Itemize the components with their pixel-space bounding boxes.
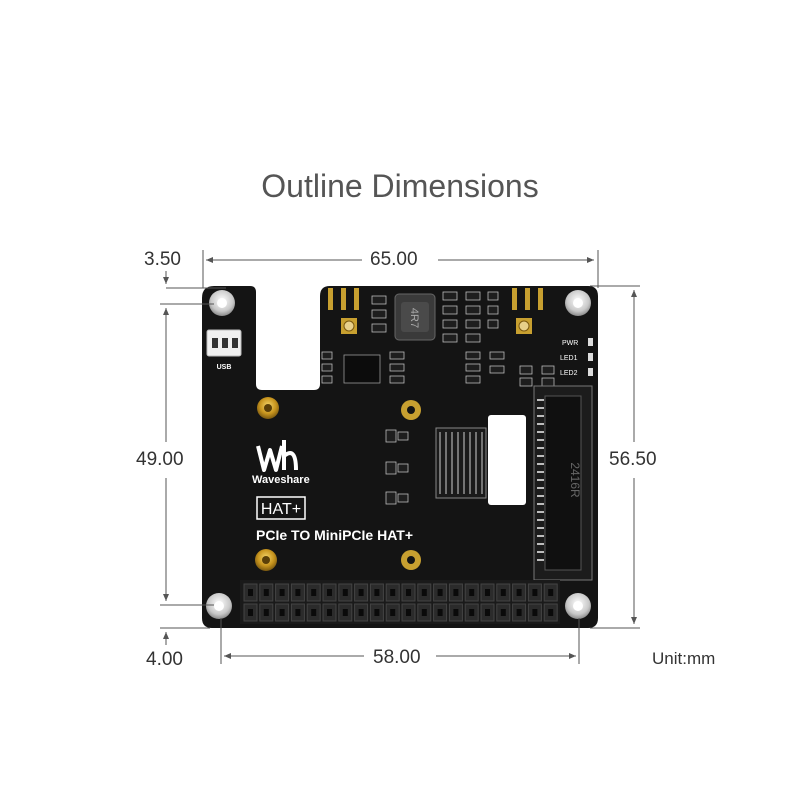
standoff-top-left xyxy=(257,397,279,419)
fpc-connector xyxy=(435,427,487,499)
usb-connector xyxy=(206,329,242,357)
fpc-cutout xyxy=(488,415,526,505)
dim-label-top-offset: 3.50 xyxy=(144,249,181,270)
dim-label-width-bottom: 58.00 xyxy=(373,647,421,668)
ic-chip xyxy=(343,354,381,384)
led-label-pwr: PWR xyxy=(562,340,578,347)
brand-name: Waveshare xyxy=(252,474,310,486)
dim-label-bottom-offset: 4.00 xyxy=(146,649,183,670)
hat-badge: HAT+ xyxy=(261,501,301,518)
smd-components xyxy=(321,291,555,387)
led-label-1: LED1 xyxy=(560,355,578,362)
dimension-lines xyxy=(160,250,640,664)
pad-bottom-center xyxy=(401,550,421,570)
waveshare-logo-icon xyxy=(256,440,298,472)
slot-label: 2416R xyxy=(568,462,582,498)
ufl-connector-left xyxy=(341,318,357,334)
leds xyxy=(588,338,593,376)
unit-label: Unit:mm xyxy=(652,649,716,668)
inductor-label: 4R7 xyxy=(408,308,420,328)
product-name: PCIe TO MiniPCIe HAT+ xyxy=(256,527,413,543)
fpc-pins xyxy=(439,432,483,494)
minipcie-pins xyxy=(537,399,544,561)
usb-label: USB xyxy=(217,364,232,371)
dim-label-right-height: 56.50 xyxy=(609,449,657,470)
dim-label-left-height: 49.00 xyxy=(136,449,184,470)
dim-label-width-top: 65.00 xyxy=(370,249,418,270)
diagram-title: Outline Dimensions xyxy=(261,168,539,204)
standoff-bottom-left xyxy=(255,549,277,571)
fpc-components xyxy=(385,429,409,505)
ufl-connector-right xyxy=(516,318,532,334)
gold-fingers-left xyxy=(328,288,359,310)
mounting-holes xyxy=(206,290,591,619)
gold-fingers-right xyxy=(512,288,543,310)
led-label-2: LED2 xyxy=(560,370,578,377)
pad-top-center xyxy=(401,400,421,420)
hat-badge-frame xyxy=(256,496,306,520)
gpio-header-pins xyxy=(243,583,558,622)
